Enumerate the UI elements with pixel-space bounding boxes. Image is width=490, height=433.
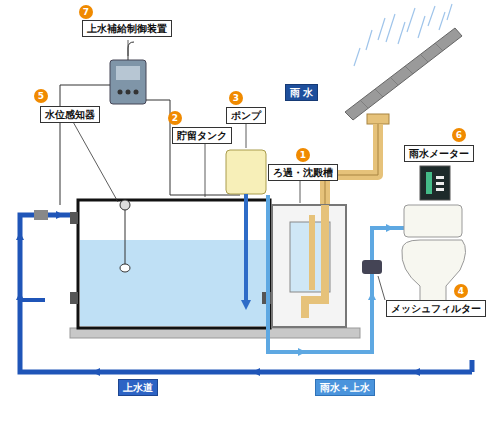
label-box: ろ過・沈殿槽 [268,164,338,181]
label-box: 水位感知器 [40,106,100,123]
label-text: 上水補給制御装置 [87,23,167,34]
label-box: ポンプ [226,107,266,124]
label-text: 雨水＋上水 [320,382,370,393]
label-box: 上水補給制御装置 [82,20,172,37]
label-text: ろ過・沈殿槽 [273,167,333,178]
callout-number: 7 [79,5,93,19]
callout-number: 2 [168,111,182,125]
callout-number: 5 [34,89,48,103]
label-text: ポンプ [231,110,261,121]
label-text: 上水道 [123,382,153,393]
label-text: 雨水メーター [409,148,469,159]
label-text: 雨 水 [290,87,313,98]
label-box: 雨水＋上水 [315,379,375,396]
label-box: 雨 水 [285,84,318,101]
label-box: メッシュフィルター [386,300,486,317]
label-box: 上水道 [118,379,158,396]
callout-number: 6 [452,128,466,142]
label-text: 水位感知器 [45,109,95,120]
callout-number: 4 [454,284,468,298]
callout-number: 1 [296,148,310,162]
label-box: 雨水メーター [404,145,474,162]
label-text: メッシュフィルター [391,303,481,314]
callout-number: 3 [229,91,243,105]
label-box: 貯留タンク [172,127,232,144]
label-text: 貯留タンク [177,130,227,141]
